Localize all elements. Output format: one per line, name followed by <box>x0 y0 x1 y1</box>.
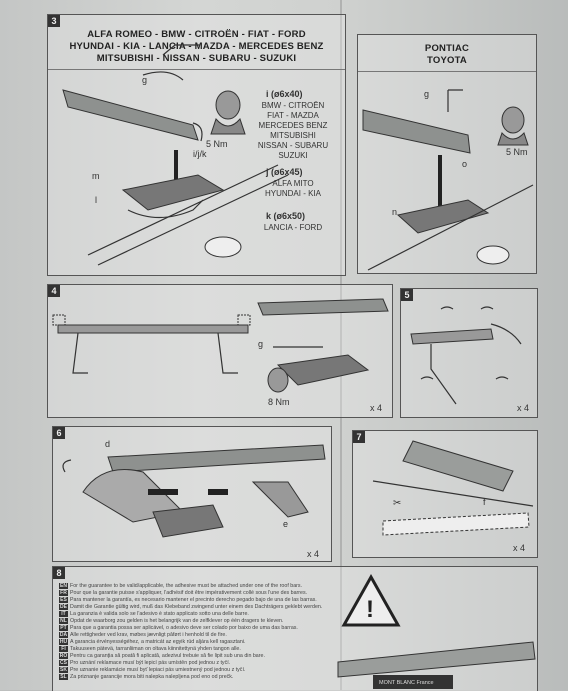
step4-panel: 4 g 8 Nm x 4 <box>47 284 393 418</box>
step4-illustration <box>52 298 389 393</box>
bolt-i-models: BMW - CITROËN FIAT - MAZDA MERCEDES BENZ… <box>257 101 329 160</box>
label-n: n <box>392 207 398 217</box>
vehicle-brands-line-1: ALFA ROMEO - BMW - CITROËN - FIAT - FORD <box>87 29 306 40</box>
header-divider <box>48 69 345 70</box>
warning-triangle-icon <box>341 573 401 627</box>
step7-panel: 7 ✂ f x 4 <box>352 430 538 558</box>
label-g: g <box>424 89 430 99</box>
paper-fold-line <box>340 0 342 690</box>
label-o: o <box>462 159 468 169</box>
step8-illustration: ! <box>337 573 536 689</box>
bolt-i-title: i (ø6x40) <box>266 89 303 99</box>
step-number: 5 <box>401 289 413 301</box>
quantity-label: x 4 <box>517 403 530 413</box>
vehicle-brands-line-2: HYUNDAI - KIA - LANCIA - MAZDA - MERCEDE… <box>69 41 324 52</box>
step-number: 4 <box>48 285 60 297</box>
step3b-illustration <box>362 89 534 271</box>
torque-label: 5 Nm <box>206 139 228 149</box>
vehicle-brands-line-3: MITSUBISHI - NISSAN - SUBARU - SUZUKI <box>96 53 297 64</box>
step5-panel: 5 x 4 <box>400 288 538 418</box>
quantity-label: x 4 <box>513 543 526 553</box>
vehicle-brand-pontiac: PONTIAC <box>424 43 470 54</box>
step-number: 8 <box>53 567 65 579</box>
svg-text:✂: ✂ <box>393 498 401 509</box>
step-number: 7 <box>353 431 365 443</box>
bolt-k-title: k (ø6x50) <box>266 211 306 221</box>
header-divider <box>358 71 536 72</box>
bolt-j-models: ALFA MITO HYUNDAI - KIA <box>264 179 321 198</box>
svg-text:!: ! <box>366 596 374 623</box>
label-f: f <box>483 497 486 507</box>
step6-illustration <box>62 444 326 538</box>
quantity-label: x 4 <box>370 403 383 413</box>
step5-illustration <box>410 306 522 405</box>
label-e: e <box>283 519 289 529</box>
step-number: 6 <box>53 427 65 439</box>
vehicle-brand-toyota: TOYOTA <box>427 55 467 66</box>
step3-panel: 3 ALFA ROMEO - BMW - CITROËN - FIAT - FO… <box>47 14 346 276</box>
label-m: m <box>92 171 100 181</box>
torque-label: 5 Nm <box>506 147 528 157</box>
bolt-k-models: LANCIA - FORD <box>263 223 323 232</box>
step6-panel: 6 d e x 4 <box>52 426 332 562</box>
step7-illustration: ✂ <box>372 440 534 536</box>
label-g: g <box>258 339 264 349</box>
torque-label: 8 Nm <box>268 397 290 407</box>
label-ijk: i/j/k <box>193 149 207 159</box>
step-number: 3 <box>48 15 60 27</box>
step3-illustration <box>62 44 289 266</box>
sticker-label: MONT BLANC France <box>379 680 434 686</box>
label-l: l <box>95 195 97 205</box>
bolt-j-title: j (ø6x45) <box>266 167 303 177</box>
label-d: d <box>105 439 111 449</box>
step3-pontiac-toyota-panel: PONTIAC TOYOTA g 5 Nm o n <box>357 34 537 274</box>
label-g: g <box>142 75 148 85</box>
quantity-label: x 4 <box>307 549 320 559</box>
